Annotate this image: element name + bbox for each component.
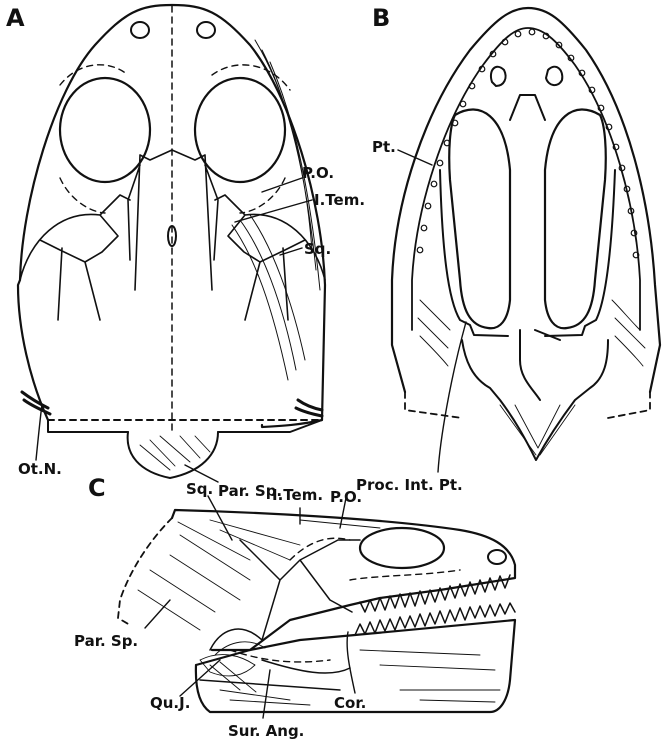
panel-a-right-otic-notch [296,400,322,416]
panel-a-right-nostril [197,22,215,38]
panel-b-label-proc: Proc. Int. Pt. [356,476,463,494]
panel-c-label-item: I.Tem. [272,486,323,504]
panel-c-letter: C [88,474,106,502]
panel-a-left-otic-notch [22,392,50,414]
panel-a-left-sutures [20,195,130,320]
panel-b-letter: B [372,4,390,32]
panel-c-lower-teeth [355,603,515,635]
panel-a-sutures [60,65,290,213]
panel-c-posterior-dashed [118,518,172,625]
panel-a-posterior-left [48,420,128,432]
panel-a-label-sq: Sq. [304,240,331,258]
panel-c-label-surang: Sur. Ang. [228,722,304,740]
panel-c-label-parsp: Par. Sp. [74,632,138,650]
panel-a-central-sutures [128,150,218,290]
panel-c: C Sq. I.Tem. P.O. Par. Sp. Qu.J. Cor. Su… [74,474,515,740]
panel-a-label-otn: Ot.N. [18,460,62,478]
panel-b-label-pt: Pt. [372,138,396,156]
panel-b-right-vacuity [545,110,606,329]
panel-b-left-vacuity [449,110,510,329]
panel-a-letter: A [6,4,25,32]
panel-b-skull-outline [392,8,660,392]
panel-b-left-choana [491,67,506,86]
panel-a-left-nostril [131,22,149,38]
panel-a-label-po: P.O. [302,164,334,182]
panel-b-right-choana [546,67,562,85]
panel-a-label-item: I.Tem. [314,191,365,209]
panel-c-label-quj: Qu.J. [150,694,190,712]
panel-c-upper-teeth [360,575,510,612]
panel-a-right-orbit [195,78,285,182]
panel-a: A P.O. I.Tem. [6,4,365,500]
panel-b: B Pt. [356,4,660,494]
panel-c-label-cor: Cor. [334,694,366,712]
panel-c-leaders [145,496,355,718]
panel-c-orbit [360,528,444,568]
panel-c-nostril [488,550,506,564]
panel-c-label-sq: Sq. [186,480,213,498]
panel-b-rear-dashed [405,392,650,418]
panel-c-sutures [200,540,360,690]
panel-a-leaders [36,178,312,482]
panel-b-parasphenoid [510,95,560,400]
panel-c-dashed-suture [230,538,460,662]
panel-b-pterygoid-left [440,170,508,336]
panel-a-parasphenoid [128,432,218,478]
panel-c-label-po: P.O. [330,488,362,506]
panel-a-left-orbit [60,78,150,182]
